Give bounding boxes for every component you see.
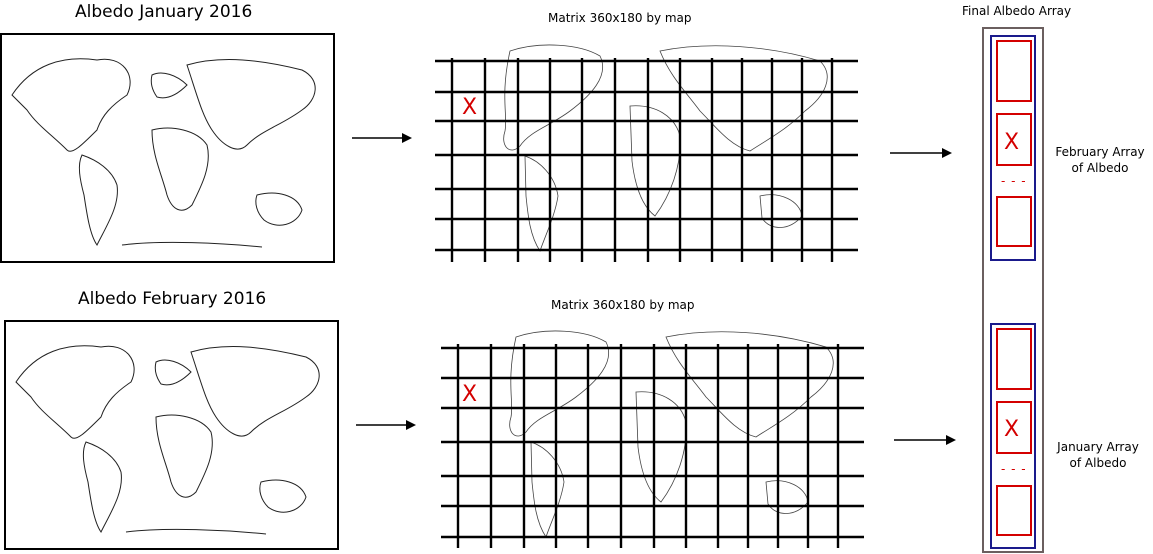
matrix-title-bottom: Matrix 360x180 by map: [551, 298, 695, 312]
arrow-right-icon: [894, 435, 956, 445]
matrix-grid-bottom: [441, 330, 864, 548]
arrow-right-icon: [890, 148, 952, 158]
array-cell-marker-january: X: [1004, 417, 1020, 442]
world-map-outline: [15, 345, 320, 535]
february-array-label: February Array of Albedo: [1055, 145, 1145, 175]
arrow-right-icon: [352, 133, 412, 143]
array-cell: [996, 485, 1032, 536]
january-array-block: [990, 323, 1036, 549]
array-cell-marked: [996, 401, 1032, 454]
array-ellipsis-february: - - -: [1001, 174, 1027, 188]
array-cell-marked: [996, 113, 1032, 166]
matrix-title-top: Matrix 360x180 by map: [548, 11, 692, 25]
array-cell: [996, 40, 1032, 102]
array-cell: [996, 328, 1032, 390]
matrix-cell-marker-bottom: X: [462, 382, 478, 407]
map-title-february: Albedo February 2016: [78, 289, 267, 309]
february-array-block: [990, 35, 1036, 261]
january-array-label: January Array of Albedo: [1057, 440, 1139, 470]
array-ellipsis-january: - - -: [1001, 462, 1027, 476]
arrow-right-icon: [356, 420, 416, 430]
final-array-title: Final Albedo Array: [962, 4, 1072, 18]
map-january: [0, 33, 335, 263]
matrix-cell-marker-top: X: [462, 95, 478, 120]
array-cell-marker-february: X: [1004, 130, 1020, 155]
final-array-column: [982, 27, 1044, 553]
array-cell: [996, 196, 1032, 247]
world-map-outline: [11, 58, 316, 248]
map-title-january: Albedo January 2016: [75, 2, 253, 22]
matrix-grid-top: [435, 44, 858, 262]
map-february: [4, 320, 339, 550]
